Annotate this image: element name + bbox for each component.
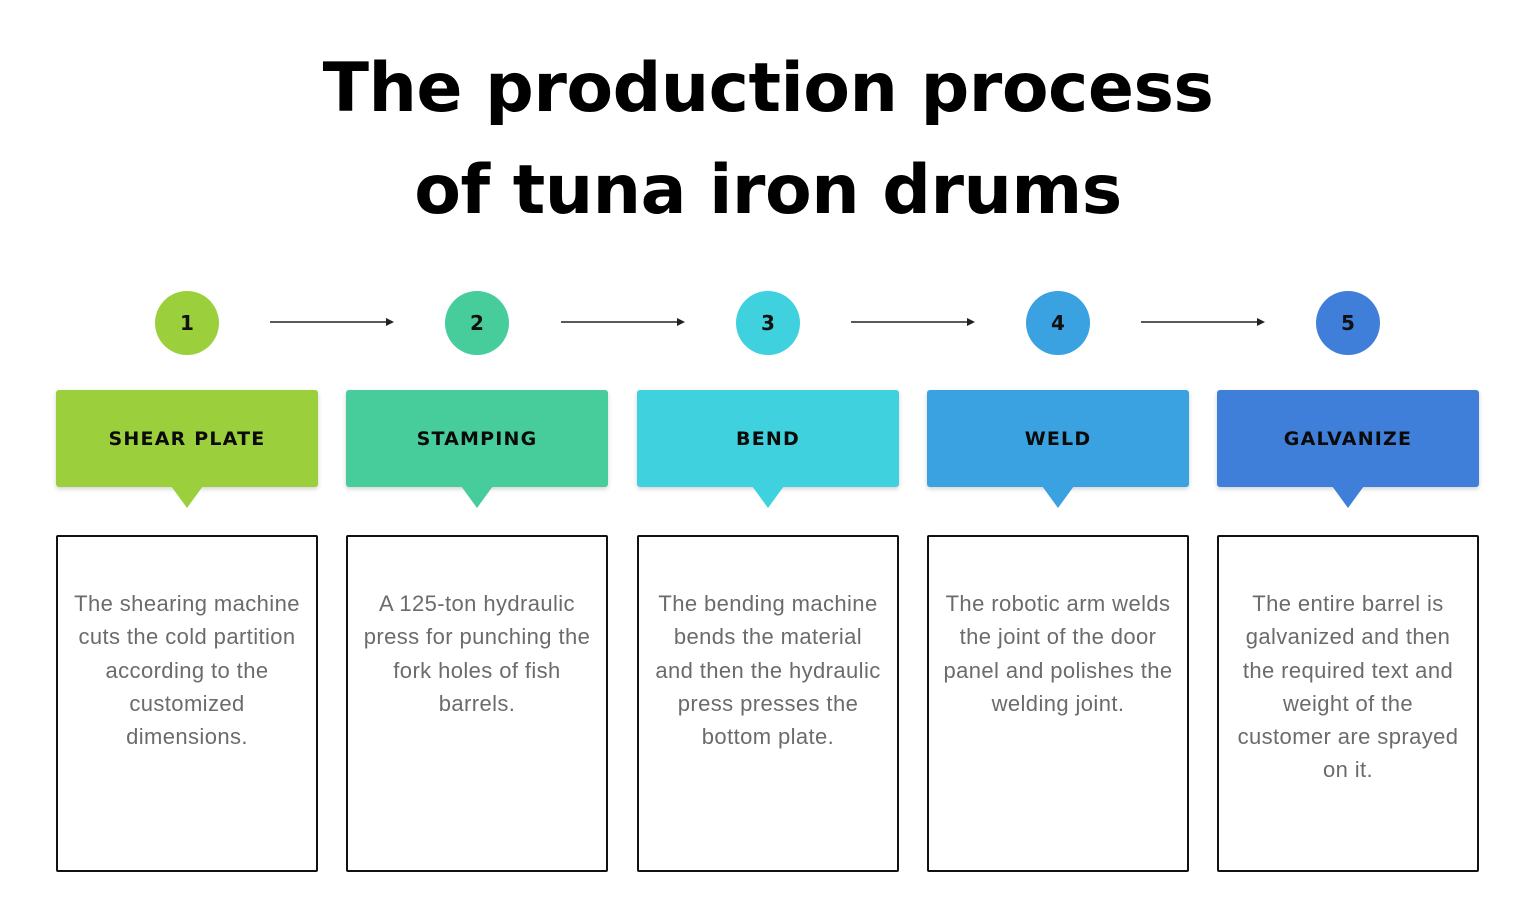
step-description: The bending machine bends the material a… xyxy=(655,591,881,750)
step-label-box: SHEAR PLATE xyxy=(56,390,318,487)
step-label-box: BEND xyxy=(637,390,899,487)
step-label: GALVANIZE xyxy=(1283,427,1413,450)
step-label: STAMPING xyxy=(416,427,538,450)
title-line-2: of tuna iron drums xyxy=(414,151,1122,230)
step-number: 1 xyxy=(180,311,194,335)
step-number-circle: 4 xyxy=(1026,291,1090,355)
step-description-box: The shearing machine cuts the cold parti… xyxy=(56,535,318,872)
step-number-circle: 2 xyxy=(445,291,509,355)
step-number: 4 xyxy=(1051,311,1065,335)
step-pointer-icon xyxy=(1332,486,1364,508)
step-label-box: STAMPING xyxy=(346,390,608,487)
step-description: A 125-ton hydraulic press for punching t… xyxy=(363,591,591,716)
step-number-circle: 5 xyxy=(1316,291,1380,355)
step-description: The shearing machine cuts the cold parti… xyxy=(74,591,300,750)
step-description-box: The entire barrel is galvanized and then… xyxy=(1217,535,1479,872)
arrow-right-icon xyxy=(270,318,394,326)
step-pointer-icon xyxy=(752,486,784,508)
step-label: WELD xyxy=(1024,427,1092,450)
step-number: 5 xyxy=(1341,311,1355,335)
step-pointer-icon xyxy=(1042,486,1074,508)
step-pointer-icon xyxy=(461,486,493,508)
step-number-circle: 1 xyxy=(155,291,219,355)
step-label-box: GALVANIZE xyxy=(1217,390,1479,487)
step-number: 2 xyxy=(470,311,484,335)
step-description-box: The robotic arm welds the joint of the d… xyxy=(927,535,1189,872)
step-label-box: WELD xyxy=(927,390,1189,487)
step-label: SHEAR PLATE xyxy=(108,427,266,450)
step-description-box: A 125-ton hydraulic press for punching t… xyxy=(346,535,608,872)
page-title: The production process of tuna iron drum… xyxy=(0,38,1536,242)
step-description-box: The bending machine bends the material a… xyxy=(637,535,899,872)
arrow-right-icon xyxy=(561,318,685,326)
step-label: BEND xyxy=(736,427,800,450)
step-number: 3 xyxy=(761,311,775,335)
title-line-1: The production process xyxy=(322,49,1214,128)
arrow-right-icon xyxy=(1141,318,1265,326)
step-pointer-icon xyxy=(171,486,203,508)
step-description: The entire barrel is galvanized and then… xyxy=(1237,591,1459,783)
arrow-right-icon xyxy=(851,318,975,326)
step-description: The robotic arm welds the joint of the d… xyxy=(943,591,1173,716)
step-number-circle: 3 xyxy=(736,291,800,355)
